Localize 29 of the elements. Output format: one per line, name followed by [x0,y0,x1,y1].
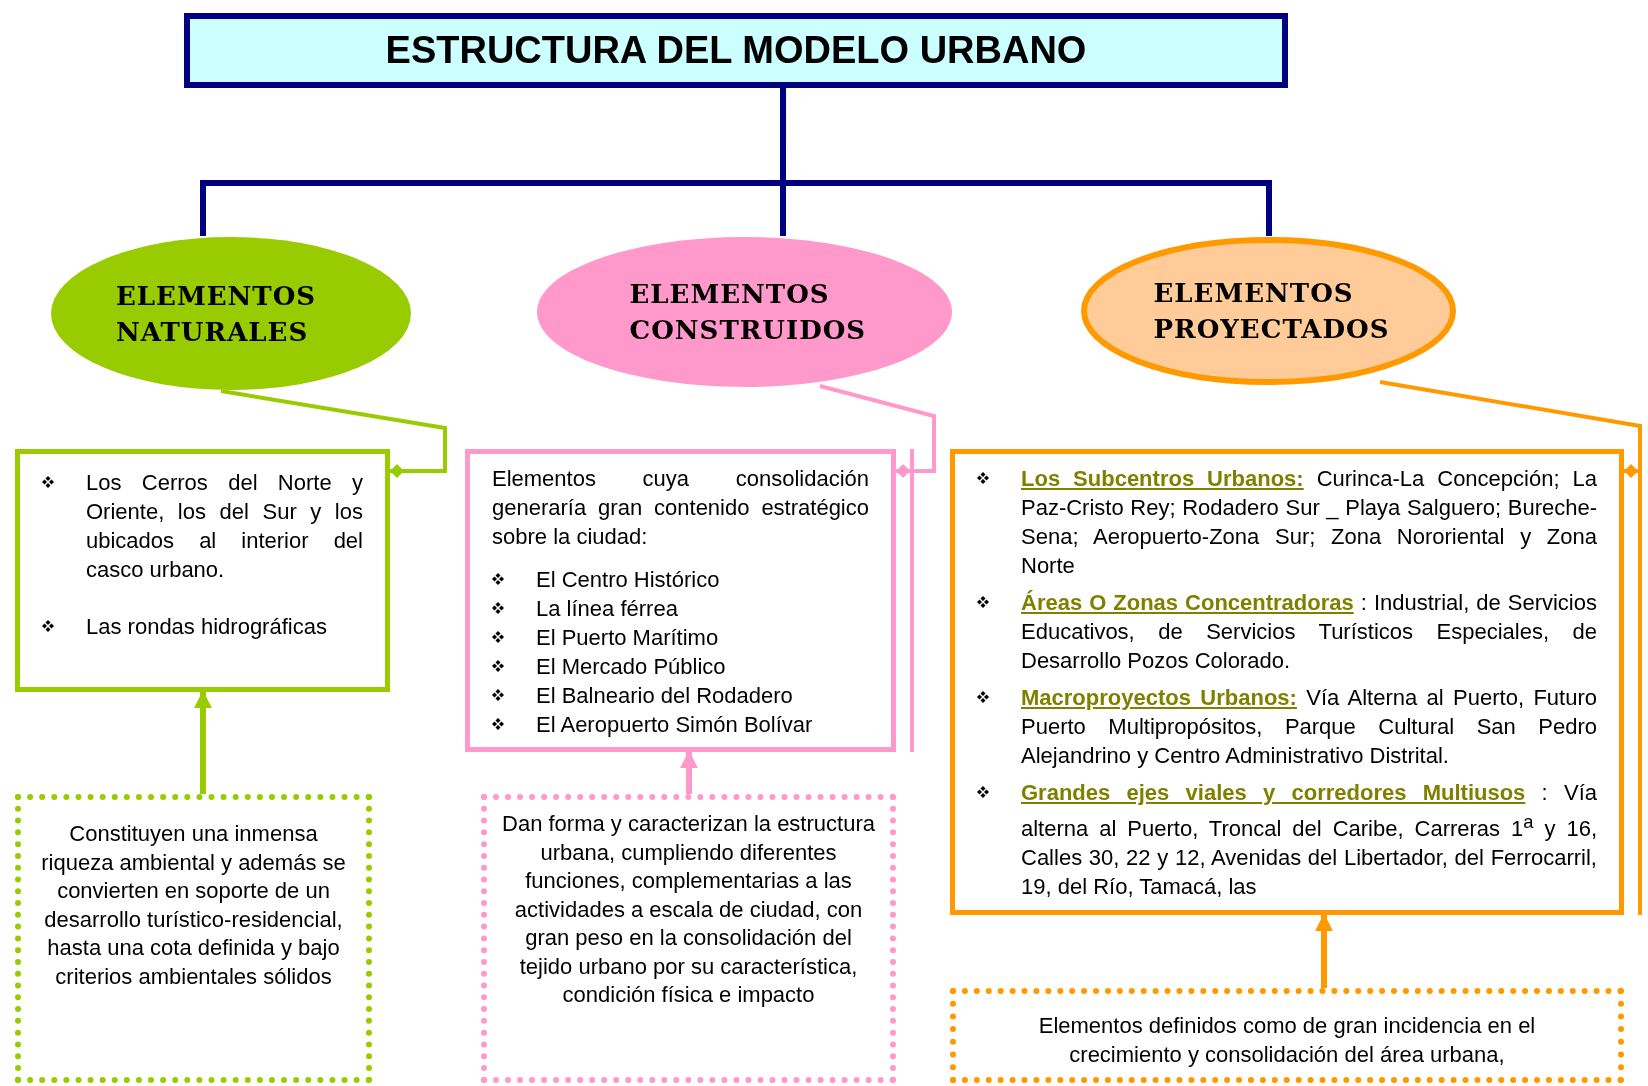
content-box [15,449,390,692]
description-box [15,794,372,1083]
arrow [680,750,698,794]
list-item-text: El Balneario del Rodadero [536,682,794,710]
arrow [1315,913,1333,988]
list-item-text: El Centro Histórico [536,566,721,594]
list-item-text: Las rondas hidrográficas [86,613,328,641]
description-box [481,794,896,1083]
list-item-text: Los Subcentros Urbanos: Curinca-La Concepción; La Paz-Cristo Rey; Rodadero Sur _ Playa Salguero; Bureche-Sena; Aeropuerto-Zona Sur; Zona Nororiental y Zona Norte [1021,465,1597,580]
content-box [465,449,896,752]
description-text: Constituyen una inmensa riqueza ambiental y además se convierten en soporte de un desarrollo turístico-residencial, hasta una cota definida y bajo criterios ambientales sólidos [40,820,347,991]
heading-text: ELEMENTOS NATURALES [116,279,318,349]
list-item-text: Macroproyectos Urbanos: Vía Alterna al Puerto, Futuro Puerto Multipropósitos, Parque Cultural San Pedro Alejandrino y Centro Administrativo Distrital. [1021,684,1597,770]
list-item-text: El Aeropuerto Simón Bolívar [536,711,814,739]
list-item-text: El Puerto Marítimo [536,624,720,652]
list-item-text: Los Cerros del Norte y Oriente, los del Sur y los ubicados al interior del casco urbano. [86,469,363,584]
description-text: Elementos definidos como de gran incidencia en el crecimiento y consolidación del área urbana, [1037,1012,1537,1069]
description-box [950,988,1624,1083]
list-item-text: La línea férrea [536,595,679,623]
paragraph-text: Elementos cuya consolidación generaría gran contenido estratégico sobre la ciudad: [492,465,869,551]
connector-line [780,88,1272,236]
title-box [184,13,1288,88]
list-item-text: Áreas O Zonas Concentradoras : Industrial, de Servicios Educativos, de Servicios Turísticos Especiales, de Desarrollo Pozos Colorado. [1021,589,1597,675]
list-item-text: El Mercado Público [536,653,727,681]
title-text: ESTRUCTURA DEL MODELO URBANO [385,29,1087,72]
description-text: Dan forma y caracterizan la estructura urbana, cumpliendo diferentes funciones, complementarias a las actividades a escala de ciudad, con gran peso en la consolidación del tejido urbano por su característica, condición física e impacto [501,810,876,1009]
content-box [950,449,1624,915]
list-item-text: Grandes ejes viales y corredores Multiusos : Vía alterna al Puerto, Troncal del Caribe, Carreras 1$^{a}$ y 16, Calles 30, 22 y 12, Avenidas del Libertador, del Ferrocarril, 19, del Río, Tamacá, las [1021,779,1597,902]
arrow [194,690,212,794]
